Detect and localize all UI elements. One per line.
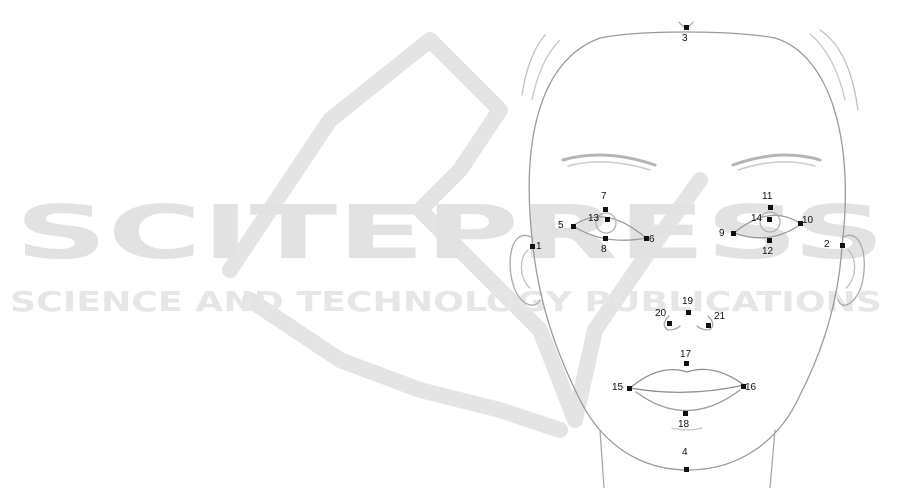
landmark-marker-18 <box>683 411 688 416</box>
neck-left <box>600 430 604 488</box>
hair-right-strand <box>820 30 858 110</box>
watermark-title: SCITEPRESS <box>15 190 885 276</box>
neck-right <box>770 430 775 488</box>
landmark-label-17: 17 <box>680 349 692 360</box>
landmark-label-16: 16 <box>745 382 757 393</box>
landmark-marker-9 <box>731 231 736 236</box>
landmark-marker-7 <box>603 207 608 212</box>
landmark-marker-19 <box>686 310 691 315</box>
landmark-label-14: 14 <box>751 213 763 224</box>
landmark-label-8: 8 <box>601 244 607 255</box>
landmark-marker-11 <box>768 205 773 210</box>
landmark-marker-1 <box>530 244 535 249</box>
landmark-label-11: 11 <box>762 191 773 202</box>
landmark-label-3: 3 <box>682 33 688 44</box>
landmark-label-18: 18 <box>678 419 690 430</box>
landmark-marker-21 <box>706 323 711 328</box>
watermark-subtitle: SCIENCE AND TECHNOLOGY PUBLICATIONS <box>10 285 882 318</box>
landmark-marker-4 <box>684 467 689 472</box>
landmark-label-5: 5 <box>558 220 564 231</box>
landmark-marker-5 <box>571 224 576 229</box>
landmark-label-13: 13 <box>588 213 600 224</box>
landmark-label-19: 19 <box>682 296 694 307</box>
landmark-label-1: 1 <box>536 241 542 252</box>
landmark-marker-2 <box>840 243 845 248</box>
hair-left-strand <box>522 35 545 95</box>
landmark-marker-8 <box>603 236 608 241</box>
landmark-label-6: 6 <box>649 234 655 245</box>
landmark-label-12: 12 <box>762 246 774 257</box>
landmark-label-21: 21 <box>714 311 726 322</box>
landmark-marker-15 <box>627 386 632 391</box>
upper-lip <box>630 369 744 388</box>
left-eyebrow-lower <box>568 162 650 170</box>
landmark-label-10: 10 <box>802 215 814 226</box>
landmark-label-2: 2 <box>824 239 830 250</box>
scitepress-watermark: SCITEPRESS SCIENCE AND TECHNOLOGY PUBLIC… <box>10 40 885 430</box>
landmark-marker-20 <box>667 321 672 326</box>
landmark-label-20: 20 <box>655 308 667 319</box>
landmark-marker-12 <box>767 238 772 243</box>
landmark-label-15: 15 <box>612 382 624 393</box>
landmark-label-7: 7 <box>601 191 607 202</box>
landmark-marker-13 <box>605 217 610 222</box>
lip-line <box>630 385 744 392</box>
landmark-marker-3 <box>684 25 689 30</box>
landmark-marker-14 <box>767 217 772 222</box>
nose-left-wing <box>664 316 680 330</box>
landmark-marker-17 <box>684 361 689 366</box>
right-eyebrow-lower <box>738 162 815 170</box>
landmark-label-4: 4 <box>682 447 688 458</box>
lower-lip <box>636 390 740 411</box>
landmark-label-9: 9 <box>719 228 725 239</box>
